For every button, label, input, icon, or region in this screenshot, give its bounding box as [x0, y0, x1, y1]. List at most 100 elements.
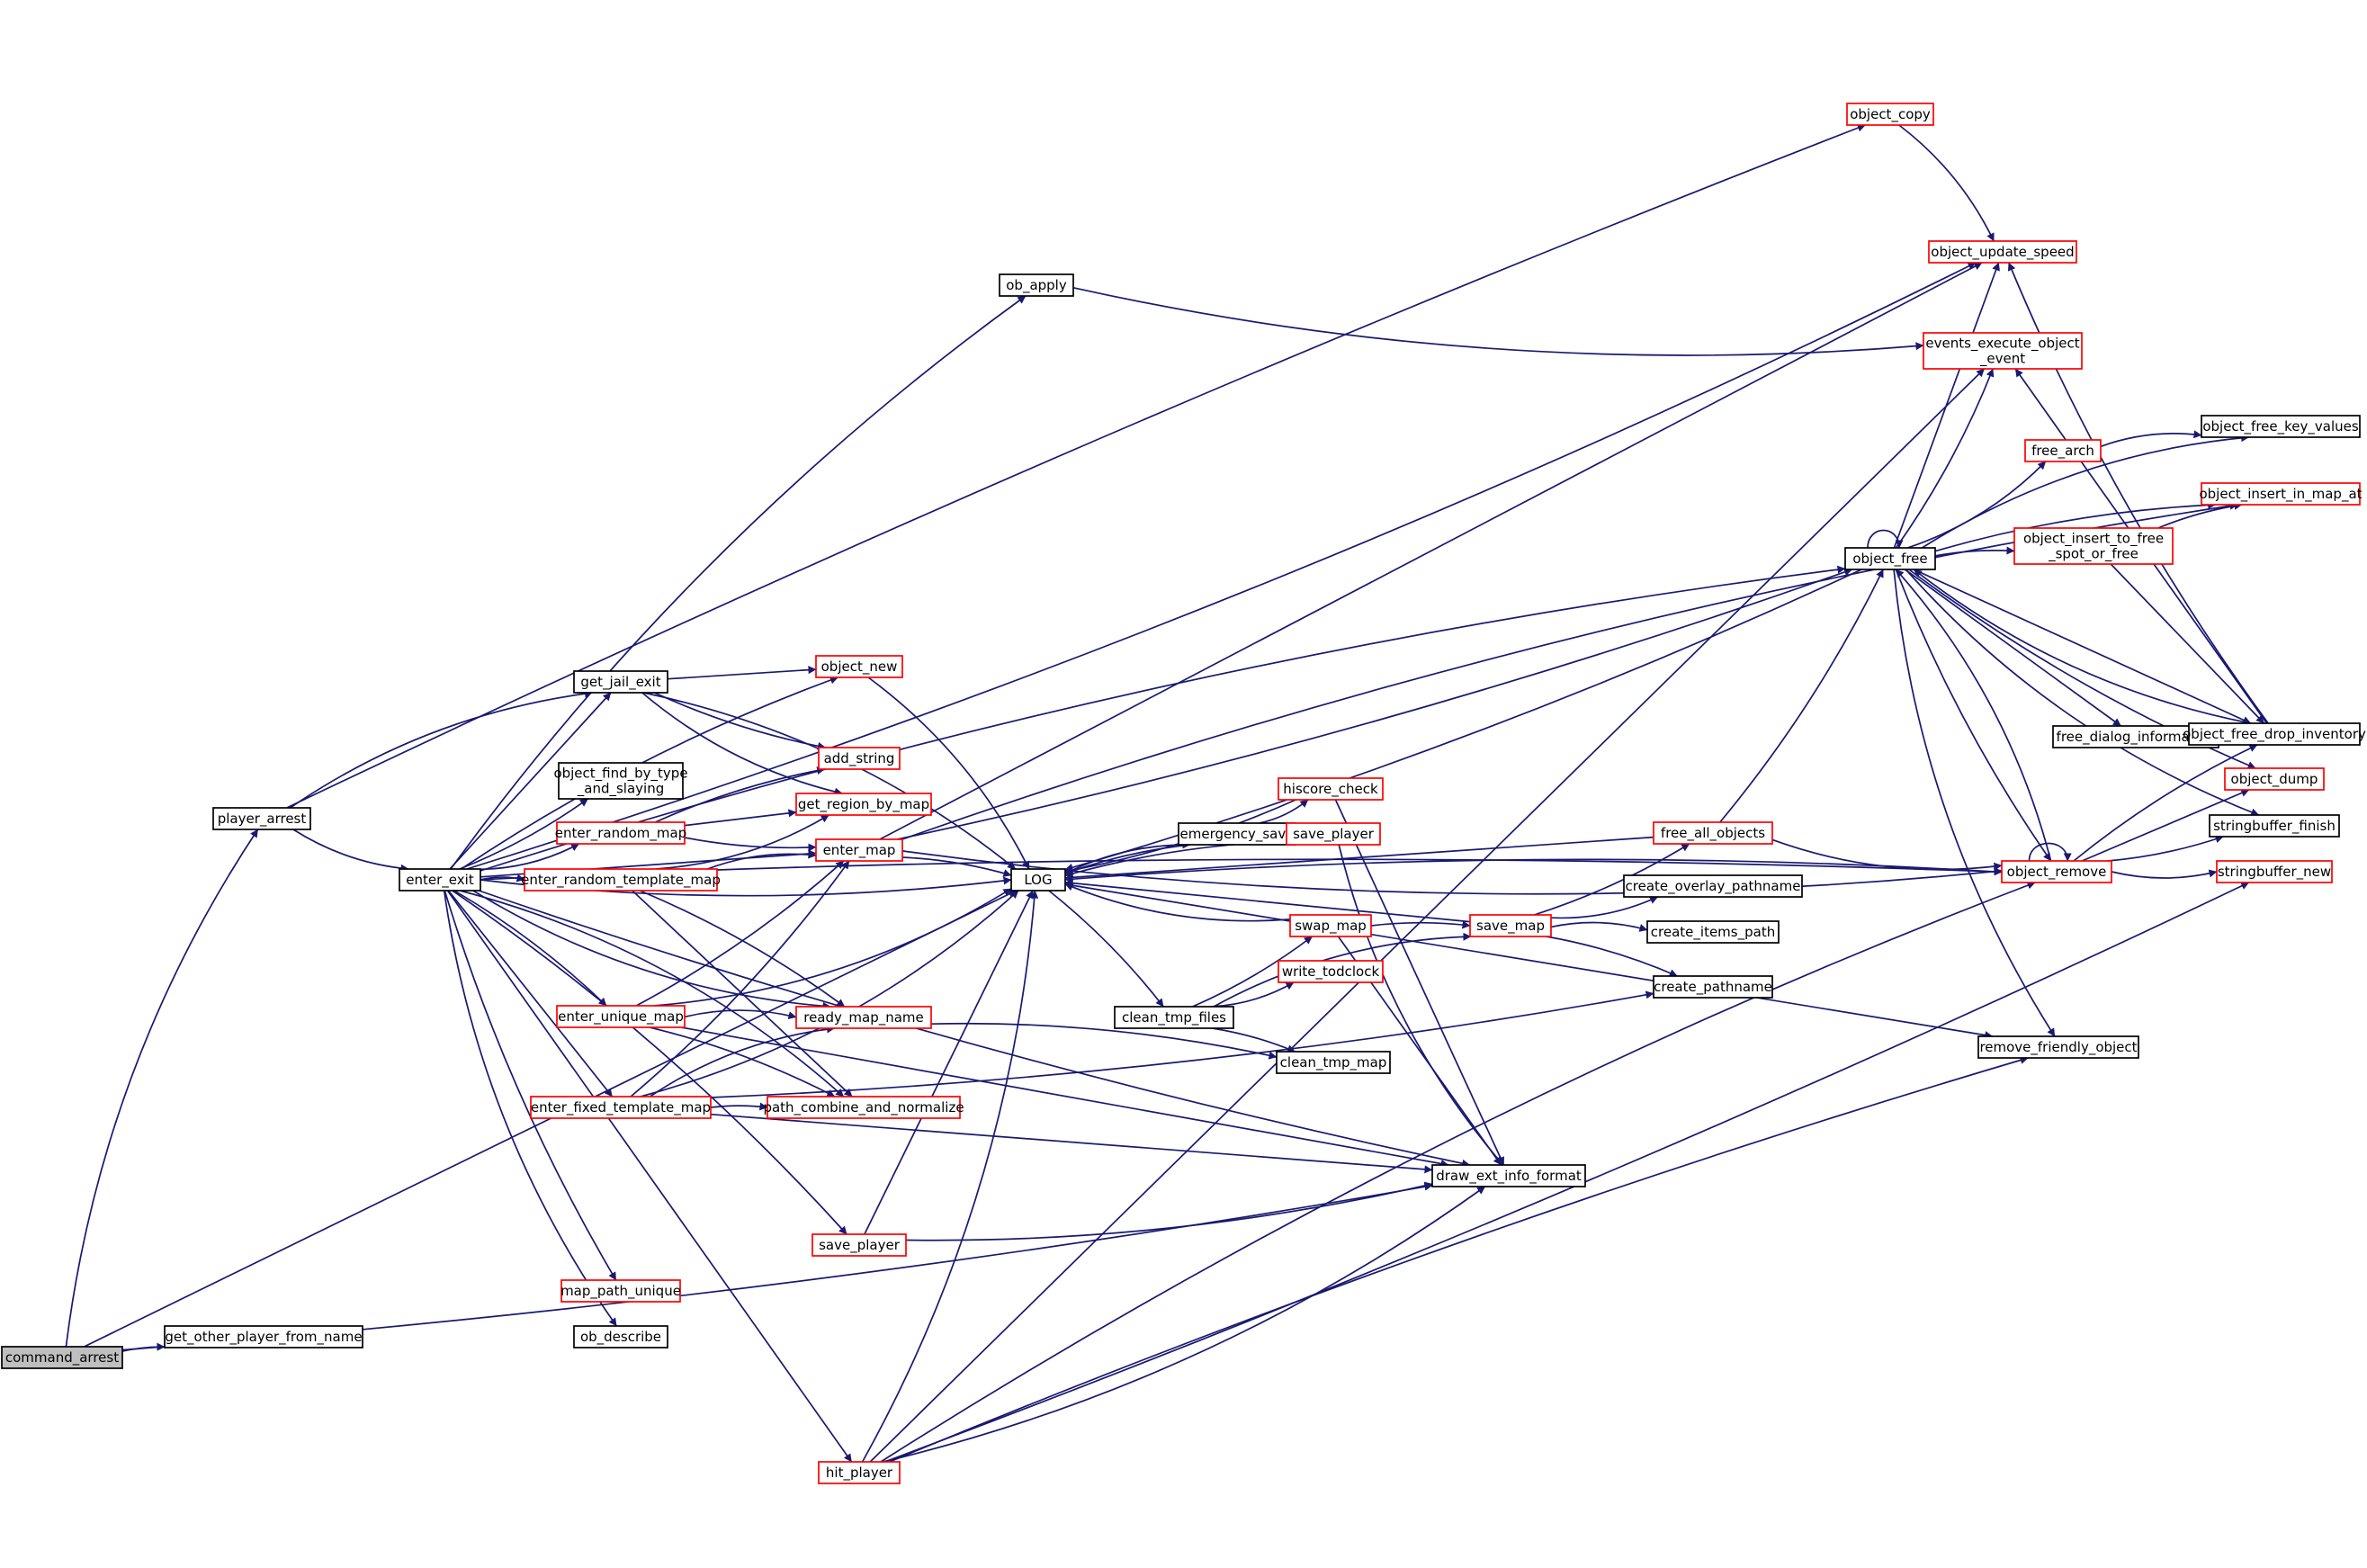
node-box — [1431, 1164, 1586, 1187]
node-enter-fixed-template-map[interactable]: enter_fixed_template_map — [530, 1096, 712, 1119]
node-box — [573, 670, 668, 694]
node-box — [1178, 822, 1296, 846]
call-edge-enter_exit-to-object_new — [461, 676, 838, 870]
node-command-arrest[interactable]: command_arrest — [1, 1346, 123, 1369]
node-draw-ext-info-format[interactable]: draw_ext_info_format — [1431, 1164, 1586, 1187]
node-events-execute-object-event[interactable]: events_execute_object_event — [1923, 332, 2083, 370]
node-object-copy[interactable]: object_copy — [1846, 103, 1934, 126]
node-box — [1276, 1051, 1391, 1074]
node-ob-describe[interactable]: ob_describe — [573, 1325, 668, 1348]
node-object-remove[interactable]: object_remove — [2001, 860, 2112, 883]
call-edge-enter_unique_map-to-path_combine_and_normalize — [649, 1026, 836, 1098]
call-edge-free_arch-to-object_free_key_values — [2100, 430, 2202, 448]
call-edge-save_player_b-to-draw_ext_info_format — [1338, 844, 1504, 1166]
node-object-dump[interactable]: object_dump — [2224, 767, 2325, 791]
node-ob-apply[interactable]: ob_apply — [999, 273, 1074, 297]
node-object-insert-in-map-at[interactable]: object_insert_in_map_at — [2199, 482, 2363, 506]
call-edge-save_map-to-create_items_path — [1550, 921, 1648, 932]
call-edge-save_player_a-to-LOG — [864, 890, 1034, 1235]
node-enter-exit[interactable]: enter_exit — [399, 868, 481, 892]
node-create-overlay-pathname[interactable]: create_overlay_pathname — [1623, 874, 1803, 898]
node-get-jail-exit[interactable]: get_jail_exit — [573, 670, 668, 694]
call-edge-enter_exit-to-object_update_speed — [466, 262, 1977, 870]
node-remove-friendly-object[interactable]: remove_friendly_object — [1977, 1035, 2139, 1059]
node-box — [164, 1325, 363, 1348]
node-ready-map-name[interactable]: ready_map_name — [795, 1006, 932, 1029]
node-box — [1928, 240, 2077, 264]
node-enter-random-template-map[interactable]: enter_random_template_map — [521, 868, 721, 892]
node-get-region-by-map[interactable]: get_region_by_map — [795, 793, 932, 816]
call-edge-enter_fixed_template_map-to-path_combine_and_normalize — [710, 1102, 768, 1111]
node-clean-tmp-files[interactable]: clean_tmp_files — [1114, 1006, 1234, 1029]
node-box — [1469, 914, 1552, 937]
call-edge-object_free-to-object_update_speed — [1893, 262, 2000, 549]
node-free-arch[interactable]: free_arch — [2024, 439, 2102, 462]
call-edge-object_remove-to-object_free_drop_inventory — [2073, 744, 2258, 862]
node-object-update-speed[interactable]: object_update_speed — [1928, 240, 2077, 264]
node-label: object_free_key_values — [2202, 418, 2359, 435]
call-edge-enter_exit-to-enter_random_map — [480, 843, 579, 871]
node-get-other-player-from-name[interactable]: get_other_player_from_name — [164, 1325, 363, 1348]
node-box — [1653, 821, 1773, 845]
node-save-player-b[interactable]: save_player — [1286, 822, 1381, 846]
node-path-combine-and-normalize[interactable]: path_combine_and_normalize — [763, 1096, 964, 1119]
node-label: clean_tmp_files — [1122, 1009, 1226, 1026]
node-label: _event — [1979, 351, 2025, 368]
node-map-path-unique[interactable]: map_path_unique — [560, 1279, 681, 1303]
node-free-all-objects[interactable]: free_all_objects — [1653, 821, 1773, 845]
call-edge-object_insert_to_free_spot_or_free-to-object_insert_in_map_at — [2157, 501, 2243, 529]
node-player-arrest[interactable]: player_arrest — [212, 807, 311, 830]
node-add-string[interactable]: add_string — [818, 747, 901, 770]
node-hit-player[interactable]: hit_player — [818, 1461, 901, 1484]
node-label: remove_friendly_object — [1979, 1039, 2137, 1056]
node-enter-random-map[interactable]: enter_random_map — [555, 821, 687, 845]
node-object-free[interactable]: object_free — [1844, 547, 1936, 570]
node-save-player-a[interactable]: save_player — [811, 1233, 907, 1257]
node-stringbuffer-finish[interactable]: stringbuffer_finish — [2209, 814, 2340, 838]
node-label: swap_map — [1295, 918, 1367, 935]
node-box — [767, 1096, 961, 1119]
node-label: ob_describe — [580, 1329, 661, 1346]
node-save-map[interactable]: save_map — [1469, 914, 1552, 937]
node-object-find-by-type-and-slaying[interactable]: object_find_by_type_and_slaying — [553, 762, 688, 800]
call-edge-object_free-to-object_free_drop_inventory — [1913, 569, 2252, 724]
node-write-todclock[interactable]: write_todclock — [1278, 960, 1384, 983]
node-label: create_pathname — [1654, 979, 1772, 996]
node-object-new[interactable]: object_new — [815, 655, 903, 678]
node-LOG[interactable]: LOG — [1010, 868, 1066, 892]
node-box — [2216, 860, 2333, 883]
call-edge-enter_exit-to-path_combine_and_normalize — [460, 890, 845, 1098]
node-object-insert-to-free-spot-or-free[interactable]: object_insert_to_free_spot_or_free — [2013, 527, 2174, 565]
call-edge-enter_exit-to-enter_unique_map — [453, 890, 607, 1007]
node-swap-map[interactable]: swap_map — [1289, 914, 1372, 937]
node-box — [1278, 960, 1384, 983]
node-clean-tmp-map[interactable]: clean_tmp_map — [1276, 1051, 1391, 1074]
node-create-pathname[interactable]: create_pathname — [1653, 975, 1773, 999]
call-edge-object_remove-to-object_remove — [2028, 842, 2072, 862]
call-edge-enter_fixed_template_map-to-LOG — [640, 890, 1019, 1098]
node-label: get_jail_exit — [580, 674, 660, 691]
node-box — [556, 1005, 686, 1028]
call-edge-clean_tmp_files-to-clean_tmp_map — [1212, 1027, 1296, 1053]
call-edge-enter_random_map-to-enter_map — [684, 837, 817, 852]
node-stringbuffer-new[interactable]: stringbuffer_new — [2216, 860, 2333, 883]
node-object-free-key-values[interactable]: object_free_key_values — [2201, 415, 2361, 438]
node-box — [1977, 1035, 2139, 1059]
call-edge-enter_fixed_template_map-to-create_pathname — [710, 990, 1654, 1098]
call-edge-enter_exit-to-hit_player — [446, 890, 853, 1463]
node-create-items-path[interactable]: create_items_path — [1646, 920, 1780, 944]
node-object-free-drop-inventory[interactable]: object_free_drop_inventory — [2183, 722, 2366, 746]
node-hiscore-check[interactable]: hiscore_check — [1278, 777, 1384, 801]
node-emergency-save[interactable]: emergency_save — [1178, 822, 1296, 846]
node-label: object_dump — [2231, 771, 2318, 788]
call-edge-enter_map-to-LOG — [901, 856, 1012, 877]
call-edge-command_arrest-to-player_arrest — [65, 829, 259, 1348]
node-box — [1844, 547, 1936, 570]
node-label: ob_apply — [1006, 277, 1067, 294]
call-edge-free_all_objects-to-LOG — [1064, 836, 1654, 882]
node-enter-map[interactable]: enter_map — [815, 838, 903, 862]
node-box — [1286, 822, 1381, 846]
call-edge-enter_map-to-object_update_speed — [879, 262, 1983, 840]
node-enter-unique-map[interactable]: enter_unique_map — [556, 1005, 686, 1028]
node-label: save_player — [819, 1237, 901, 1254]
